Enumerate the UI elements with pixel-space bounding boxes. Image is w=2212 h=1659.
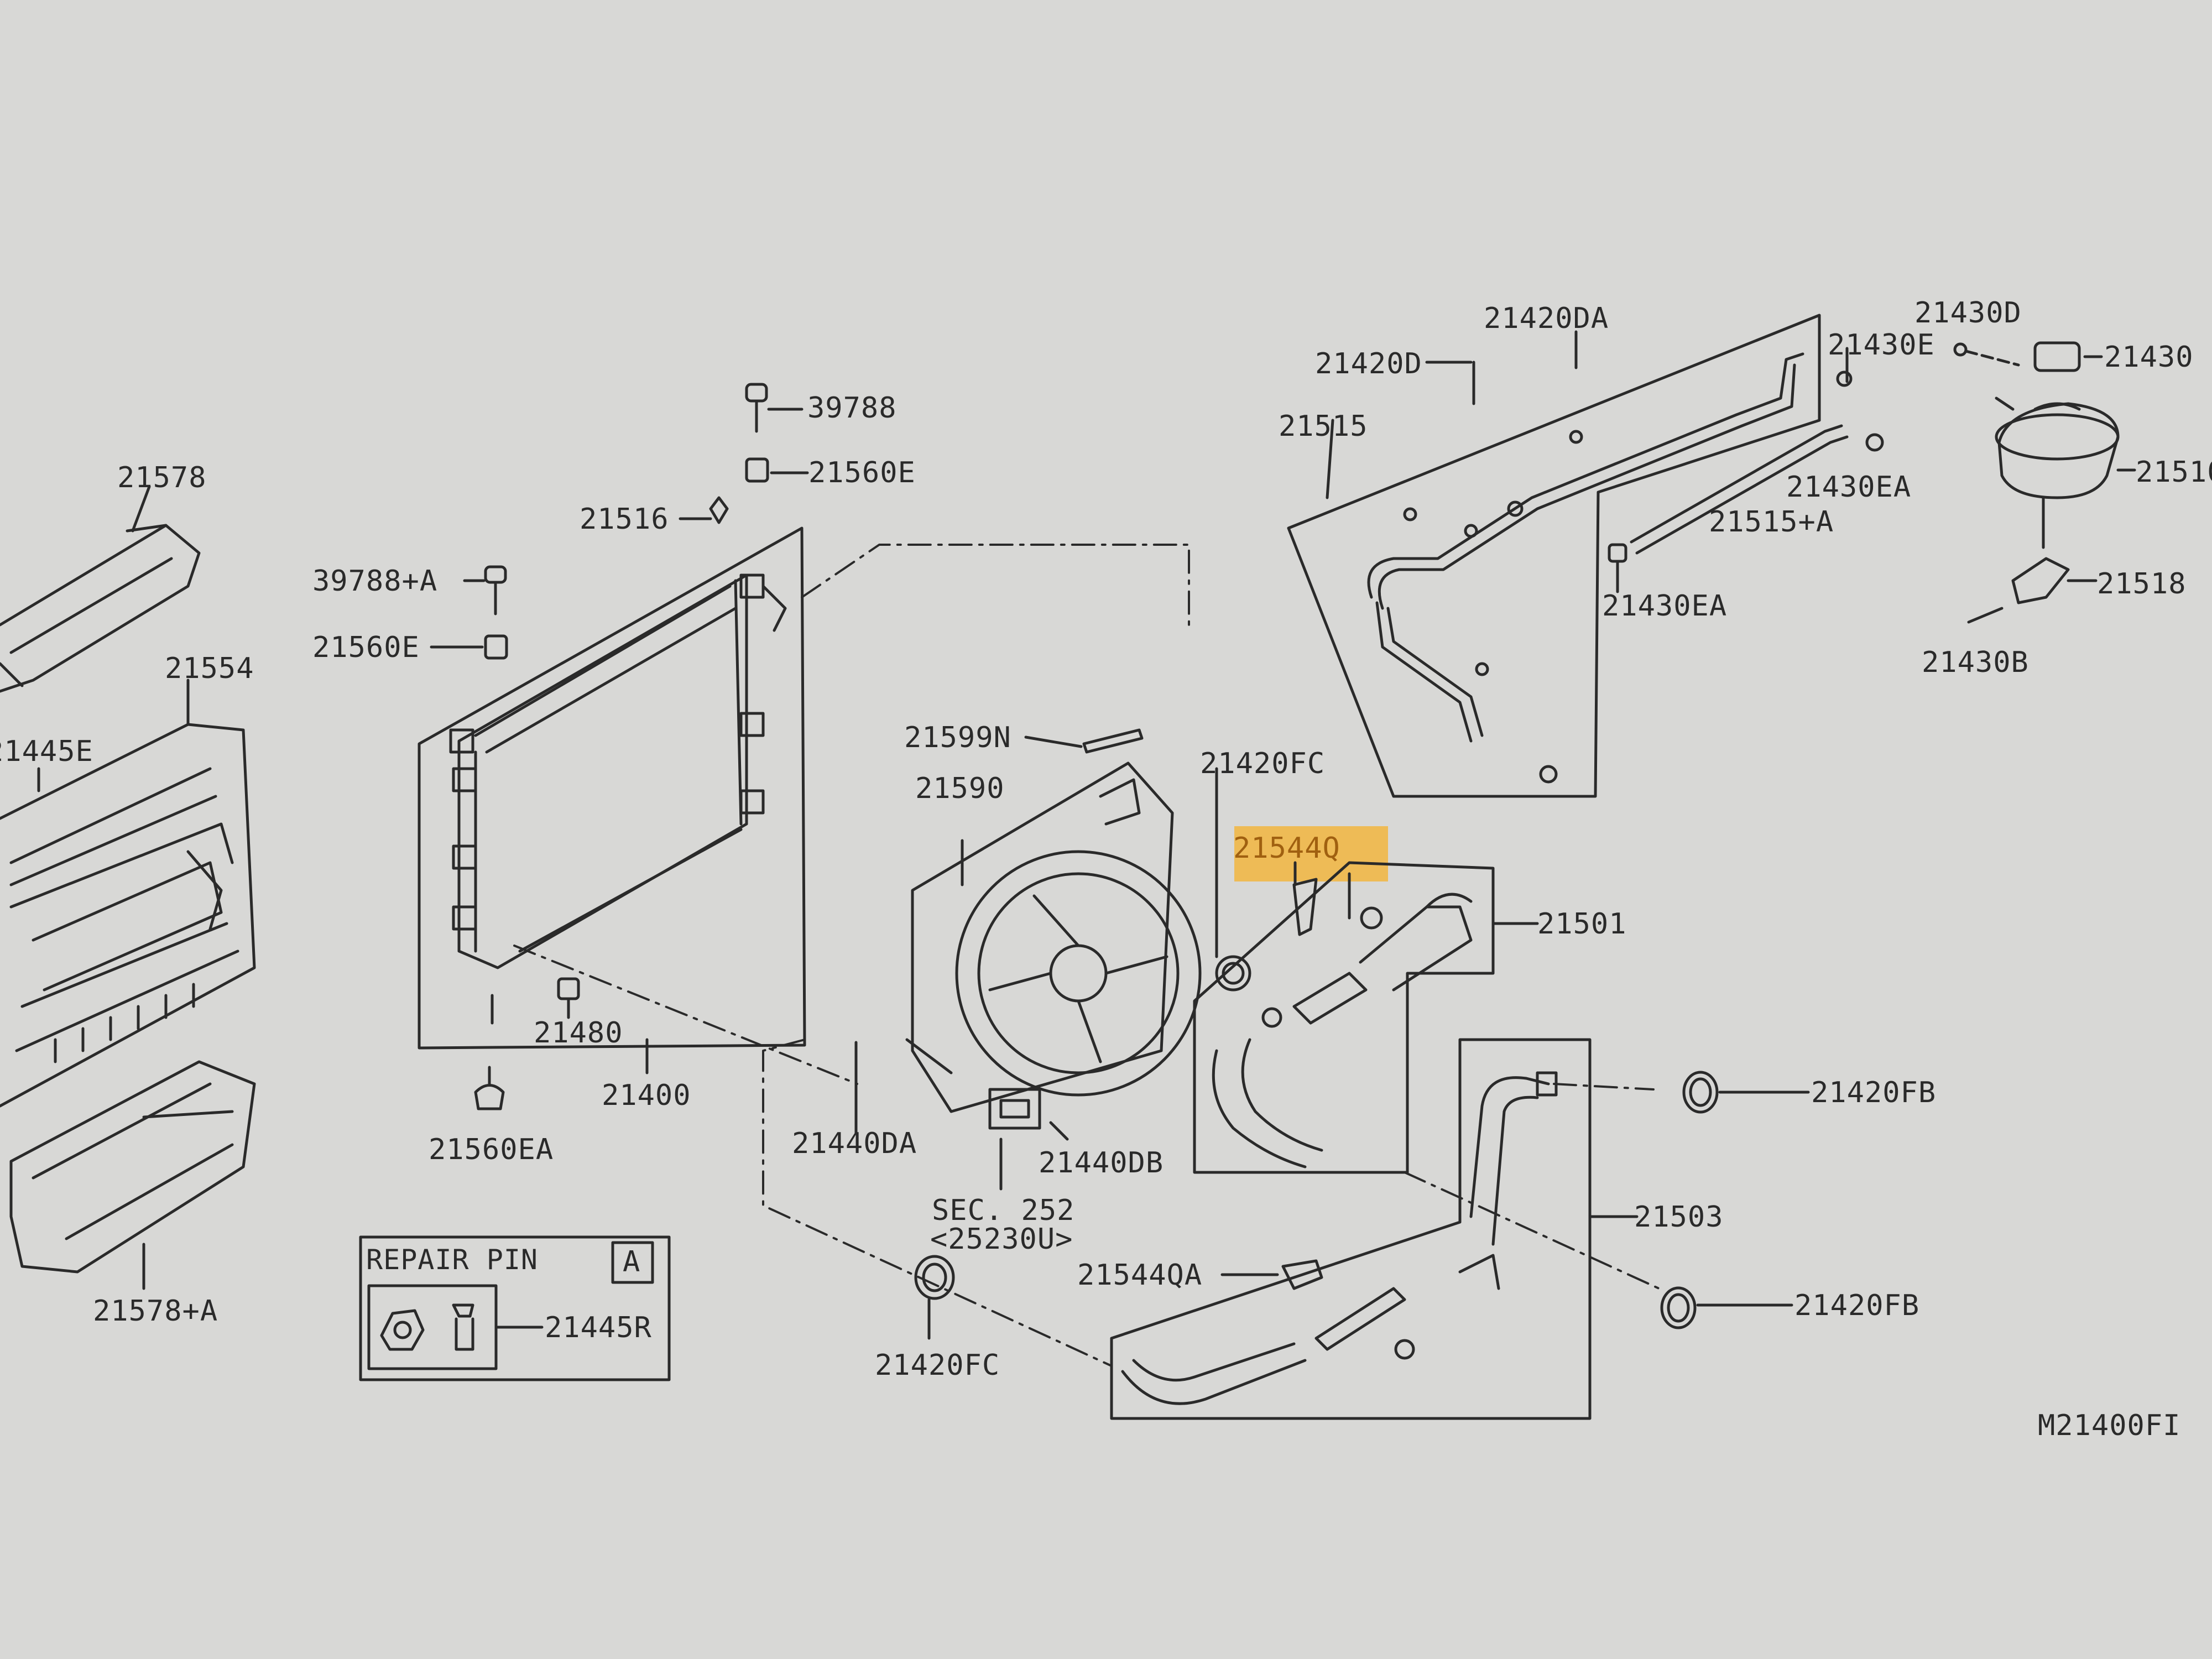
label-21440db: 21440DB <box>1039 1146 1164 1180</box>
label-21590: 21590 <box>915 772 1005 805</box>
left-panel-21578 <box>0 485 201 693</box>
clamp-21420fb-upper <box>1682 1071 1810 1114</box>
label-21420fb-lower: 21420FB <box>1794 1289 1920 1322</box>
repair-pin-tag: A <box>623 1245 641 1279</box>
repair-pin-title: REPAIR PIN <box>366 1244 539 1276</box>
label-21510: 21510 <box>2136 456 2212 489</box>
label-21501: 21501 <box>1537 907 1627 941</box>
label-sec-252: SEC. 252 <box>932 1194 1075 1227</box>
label-21578a: 21578+A <box>93 1295 218 1328</box>
left-panel-21578a <box>9 1060 256 1290</box>
label-21430: 21430 <box>2104 341 2194 374</box>
label-strip-21599n <box>1024 728 1144 754</box>
grommet-21560e-side <box>430 634 508 660</box>
left-panel-21554 <box>0 679 256 1108</box>
diagram-code: M21400FI <box>2038 1409 2181 1442</box>
label-21560e-side: 21560E <box>312 631 420 664</box>
clip-21480 <box>557 977 580 1019</box>
label-21599n: 21599N <box>904 721 1011 754</box>
label-21430d: 21430D <box>1914 296 2022 330</box>
clamp-21420fb-lower <box>1660 1286 1793 1329</box>
label-21440da: 21440DA <box>792 1127 917 1160</box>
grommet-21560ea <box>474 1066 505 1110</box>
label-21560ea: 21560EA <box>429 1133 554 1166</box>
label-21554: 21554 <box>165 652 254 685</box>
fan-shroud-21590 <box>905 761 1202 1130</box>
label-21578: 21578 <box>117 461 207 494</box>
bolt-39788 <box>745 383 804 433</box>
label-21445r: 21445R <box>545 1311 652 1344</box>
hose-box-21501 <box>1193 767 1539 1174</box>
label-21420da: 21420DA <box>1484 302 1609 335</box>
label-21420fb-upper: 21420FB <box>1811 1076 1937 1109</box>
label-21445e: 21445E <box>0 735 93 768</box>
radiator-21400 <box>418 526 806 1074</box>
label-21420fc-lower: 21420FC <box>875 1349 1000 1382</box>
reservoir-21510 <box>1953 341 2136 624</box>
bolt-39788a <box>463 565 507 615</box>
label-21400: 21400 <box>602 1079 691 1112</box>
label-21503: 21503 <box>1634 1201 1724 1234</box>
label-21515: 21515 <box>1279 410 1368 443</box>
label-39788a: 39788+A <box>312 565 438 598</box>
label-21515a: 21515+A <box>1709 505 1834 539</box>
label-21430ea-lower: 21430EA <box>1602 589 1728 623</box>
label-21420fc-upper: 21420FC <box>1200 747 1326 780</box>
label-21420d: 21420D <box>1315 347 1422 380</box>
highlight-21544q <box>1234 826 1388 881</box>
label-21544q: 21544Q <box>1233 832 1340 865</box>
label-21544qa: 21544QA <box>1077 1259 1203 1292</box>
label-21518: 21518 <box>2097 567 2187 601</box>
label-21430e: 21430E <box>1828 328 1935 362</box>
label-39788: 39788 <box>807 392 897 425</box>
hose-box-21503 <box>1110 1038 1639 1420</box>
clamp-21420fc-lower <box>914 1255 955 1340</box>
assembly-outline <box>513 544 1660 1367</box>
label-21480: 21480 <box>534 1016 623 1050</box>
label-21516: 21516 <box>580 503 669 536</box>
label-21560e-top: 21560E <box>808 456 916 489</box>
label-sec-25230u: <25230U> <box>930 1223 1073 1256</box>
grommet-21560e-top <box>745 457 809 483</box>
label-21430b: 21430B <box>1922 646 2029 679</box>
repair-pin-box <box>359 1235 671 1381</box>
clip-21516 <box>679 496 729 524</box>
tube-assembly-21515 <box>1287 314 1884 798</box>
label-21430ea-upper: 21430EA <box>1786 471 1912 504</box>
